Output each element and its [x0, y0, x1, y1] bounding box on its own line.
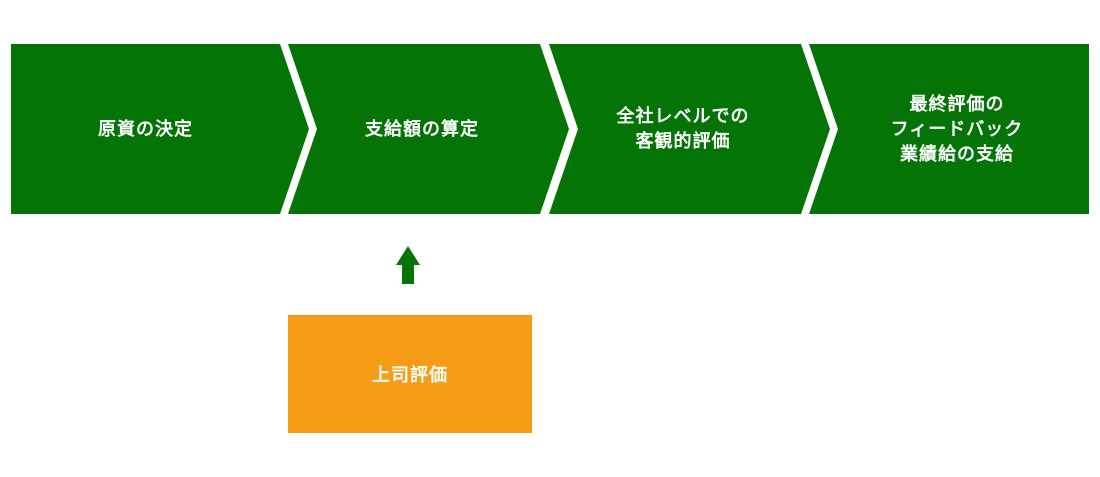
supervisor-evaluation-label: 上司評価 [372, 365, 448, 386]
step-shape-2 [288, 44, 569, 214]
step-label-1: 原資の決定 [98, 118, 193, 140]
step-label-4: 最終評価の フィードバック 業績給の支給 [890, 93, 1024, 165]
supervisor-evaluation-box [288, 315, 532, 433]
step-label-2: 支給額の算定 [365, 118, 479, 140]
up-arrow-icon [396, 246, 420, 284]
step-shape-1 [11, 44, 309, 214]
step-label-3: 全社レベルでの 客観的評価 [616, 106, 750, 152]
step-shape-3 [549, 44, 830, 214]
step-shape-4 [809, 44, 1089, 214]
